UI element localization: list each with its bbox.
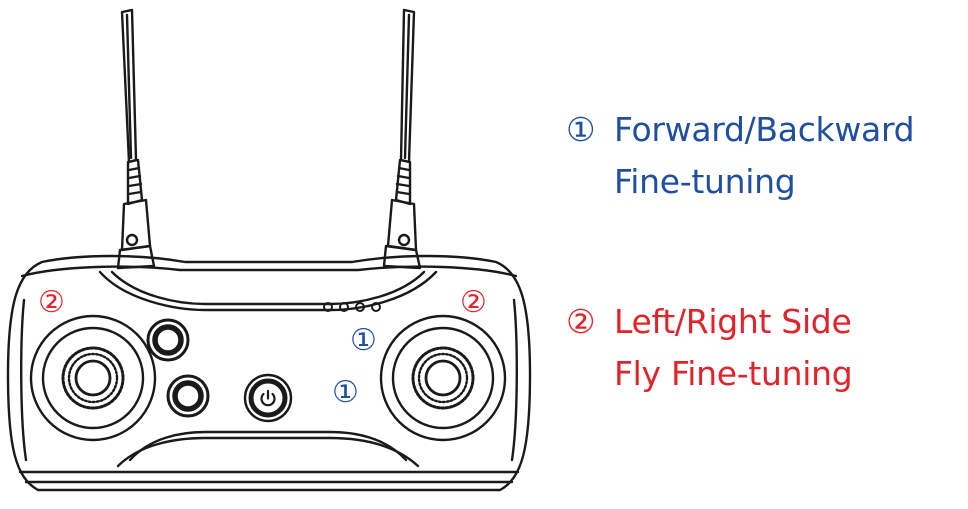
callout-2-line-1: ② Left/Right Side [566, 296, 852, 348]
callout-1-number: ① [566, 110, 596, 149]
callout-1-line-1: ① Forward/Backward [566, 104, 915, 156]
marker-1-upper: ① [350, 323, 377, 358]
marker-1-lower: ① [332, 375, 359, 410]
left-antenna [116, 8, 156, 270]
callout-2-title: Left/Right Side [614, 302, 852, 341]
callout-left-right: ② Left/Right Side Fly Fine-tuning [566, 296, 853, 400]
callout-forward-backward: ① Forward/Backward Fine-tuning [566, 104, 915, 208]
callout-1-title: Forward/Backward [614, 110, 915, 149]
callout-2-number: ② [566, 302, 596, 341]
power-icon [260, 389, 276, 407]
bottom-button[interactable] [166, 374, 210, 418]
marker-2-left: ② [38, 285, 65, 320]
callout-2-subtitle: Fly Fine-tuning [614, 354, 853, 393]
indicator-lights [323, 302, 381, 312]
top-button[interactable] [146, 318, 190, 362]
controller-body [6, 254, 532, 492]
marker-2-right: ② [460, 285, 487, 320]
right-antenna [382, 8, 422, 270]
right-joystick[interactable] [379, 314, 507, 442]
power-button[interactable] [243, 373, 293, 423]
callout-1-subtitle: Fine-tuning [614, 162, 796, 201]
left-joystick[interactable] [29, 314, 157, 442]
